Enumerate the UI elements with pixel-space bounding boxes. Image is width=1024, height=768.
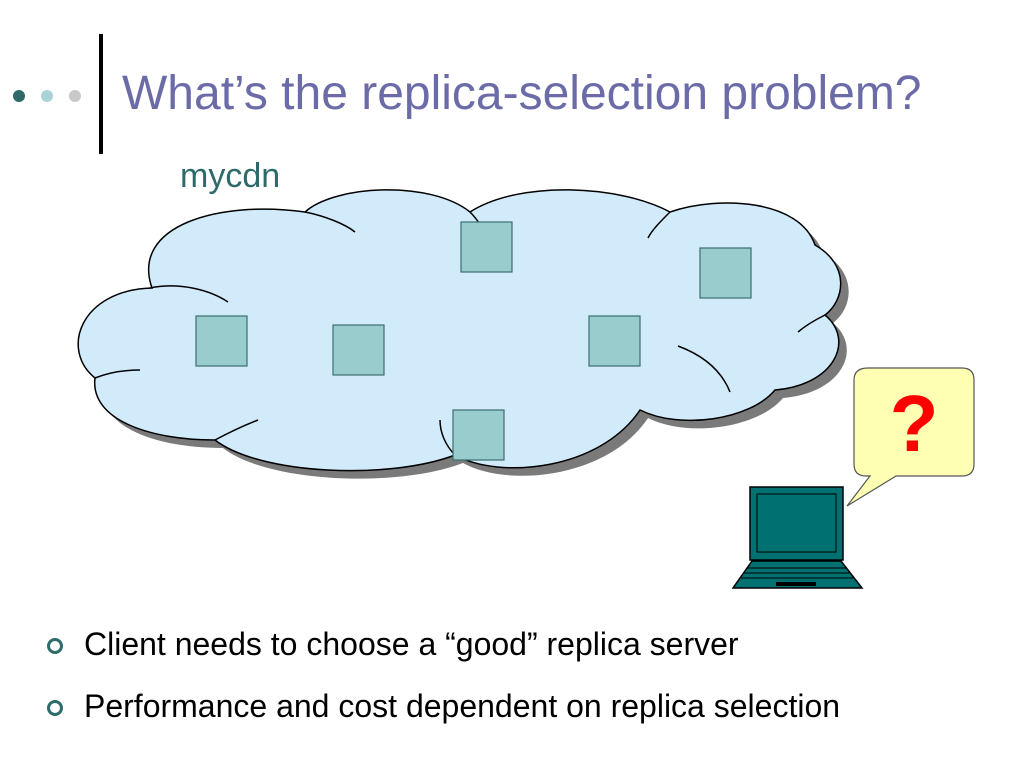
question-callout bbox=[846, 367, 975, 507]
ring-bullet-icon bbox=[47, 638, 63, 654]
title-divider bbox=[99, 34, 103, 154]
decor-dot-grey-icon bbox=[69, 90, 81, 102]
replica-servers bbox=[195, 221, 752, 461]
ring-bullet-icon bbox=[47, 700, 63, 716]
slide-title: What’s the replica-selection problem? bbox=[122, 67, 922, 120]
replica-server-icon bbox=[195, 315, 248, 367]
replica-server-icon bbox=[332, 324, 385, 376]
decor-dot-light-icon bbox=[41, 90, 53, 102]
cdn-name-label: mycdn bbox=[180, 157, 281, 195]
cdn-cloud bbox=[77, 189, 842, 472]
bullet-item: Client needs to choose a “good” replica … bbox=[0, 622, 1024, 672]
replica-server-icon bbox=[699, 247, 752, 299]
replica-server-icon bbox=[588, 315, 641, 367]
bullet-item: Performance and cost dependent on replic… bbox=[0, 684, 1024, 734]
replica-server-icon bbox=[452, 409, 505, 461]
client-laptop-icon bbox=[731, 486, 864, 589]
bullet-text: Performance and cost dependent on replic… bbox=[84, 688, 841, 724]
decor-dot-dark-icon bbox=[13, 90, 25, 102]
client-question-mark: ? bbox=[889, 379, 939, 468]
bullet-text: Client needs to choose a “good” replica … bbox=[84, 626, 739, 662]
replica-server-icon bbox=[460, 221, 513, 273]
